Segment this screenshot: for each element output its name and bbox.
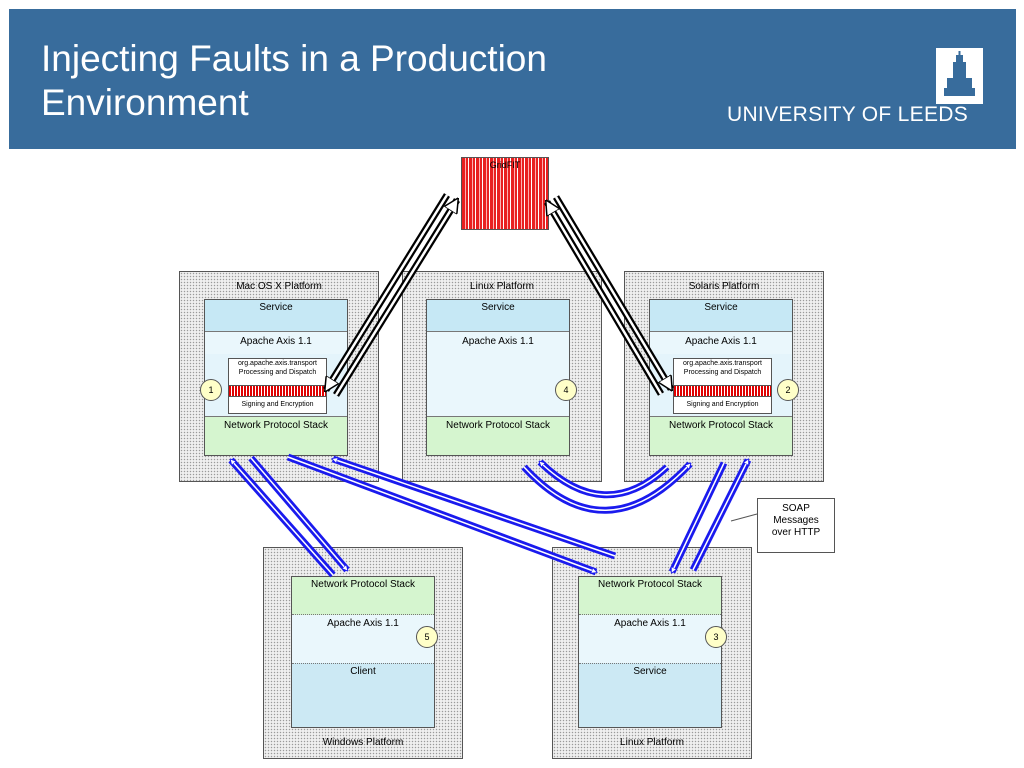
soap-arrow-macos-windows <box>228 455 350 578</box>
macos-processing-label: Processing and Dispatch <box>238 369 317 376</box>
solaris-processing-label: Processing and Dispatch <box>683 369 762 376</box>
linux-top-stack: Service Apache Axis 1.1 Network Protocol… <box>426 299 570 456</box>
windows-stack: Network Protocol Stack Apache Axis 1.1 C… <box>291 576 435 728</box>
marker-2: 2 <box>777 379 799 401</box>
solaris-axis-layer: Apache Axis 1.1 <box>650 332 792 354</box>
gridfit-box: GridFIT <box>461 157 549 230</box>
platform-linux-top: Linux Platform Service Apache Axis 1.1 N… <box>402 271 602 482</box>
macos-service-layer: Service <box>205 300 347 332</box>
platform-linux-bottom-label: Linux Platform <box>620 737 684 748</box>
slide-header: Injecting Faults in a Production Environ… <box>9 9 1016 149</box>
windows-client-layer: Client <box>292 663 434 727</box>
soap-arrow-macos-linux-bottom <box>286 453 617 576</box>
solaris-fault-hook <box>674 385 771 397</box>
solaris-transport-label: org.apache.axis.transport <box>683 360 762 367</box>
soap-callout-line-2: Messages <box>773 515 819 526</box>
soap-callout: SOAP Messages over HTTP <box>757 498 835 553</box>
solaris-service-layer: Service <box>650 300 792 332</box>
windows-network-layer: Network Protocol Stack <box>292 577 434 615</box>
macos-network-layer: Network Protocol Stack <box>205 416 347 455</box>
macos-fault-hook <box>229 385 326 397</box>
linux-bottom-axis-layer: Apache Axis 1.1 <box>579 615 721 663</box>
platform-macos-label: Mac OS X Platform <box>236 281 322 292</box>
platform-solaris-label: Solaris Platform <box>688 281 760 292</box>
linux-top-service-layer: Service <box>427 300 569 332</box>
soap-callout-line-1: SOAP <box>782 503 810 514</box>
platform-windows-label: Windows Platform <box>322 737 404 748</box>
windows-axis-layer: Apache Axis 1.1 <box>292 615 434 663</box>
soap-arrow-linux-solaris <box>521 459 693 514</box>
platform-windows: Network Protocol Stack Apache Axis 1.1 C… <box>263 547 463 759</box>
slide-title: Injecting Faults in a Production Environ… <box>41 37 547 125</box>
marker-5: 5 <box>416 626 438 648</box>
solaris-transport: org.apache.axis.transport Processing and… <box>673 358 772 414</box>
macos-axis-layer: Apache Axis 1.1 <box>205 332 347 354</box>
soap-callout-pointer <box>730 513 758 522</box>
macos-stack: Service Apache Axis 1.1 org.apache.axis.… <box>204 299 348 456</box>
platform-linux-bottom: Network Protocol Stack Apache Axis 1.1 S… <box>552 547 752 759</box>
title-line-2: Environment <box>41 82 249 123</box>
linux-top-axis-layer: Apache Axis 1.1 <box>427 332 569 416</box>
marker-3: 3 <box>705 626 727 648</box>
fault-channel-solaris <box>543 195 675 396</box>
solaris-signing-label: Signing and Encryption <box>686 401 759 408</box>
title-line-1: Injecting Faults in a Production <box>41 38 547 79</box>
soap-callout-line-3: over HTTP <box>771 527 821 538</box>
platform-linux-top-label: Linux Platform <box>470 281 534 292</box>
macos-signing-label: Signing and Encryption <box>241 401 314 408</box>
fault-channel-macos <box>323 193 460 397</box>
linux-bottom-service-layer: Service <box>579 663 721 727</box>
linux-bottom-stack: Network Protocol Stack Apache Axis 1.1 S… <box>578 576 722 728</box>
platform-macos: Mac OS X Platform Service Apache Axis 1.… <box>179 271 379 482</box>
marker-1: 1 <box>200 379 222 401</box>
linux-bottom-network-layer: Network Protocol Stack <box>579 577 721 615</box>
university-name: UNIVERSITY OF LEEDS <box>727 103 969 126</box>
macos-transport-label: org.apache.axis.transport <box>238 360 317 367</box>
solaris-network-layer: Network Protocol Stack <box>650 416 792 455</box>
marker-4: 4 <box>555 379 577 401</box>
linux-top-network-layer: Network Protocol Stack <box>427 416 569 455</box>
soap-arrow-solaris-linux-bottom <box>668 460 752 572</box>
university-crest-icon <box>936 48 983 104</box>
gridfit-label: GridFIT <box>489 160 521 170</box>
